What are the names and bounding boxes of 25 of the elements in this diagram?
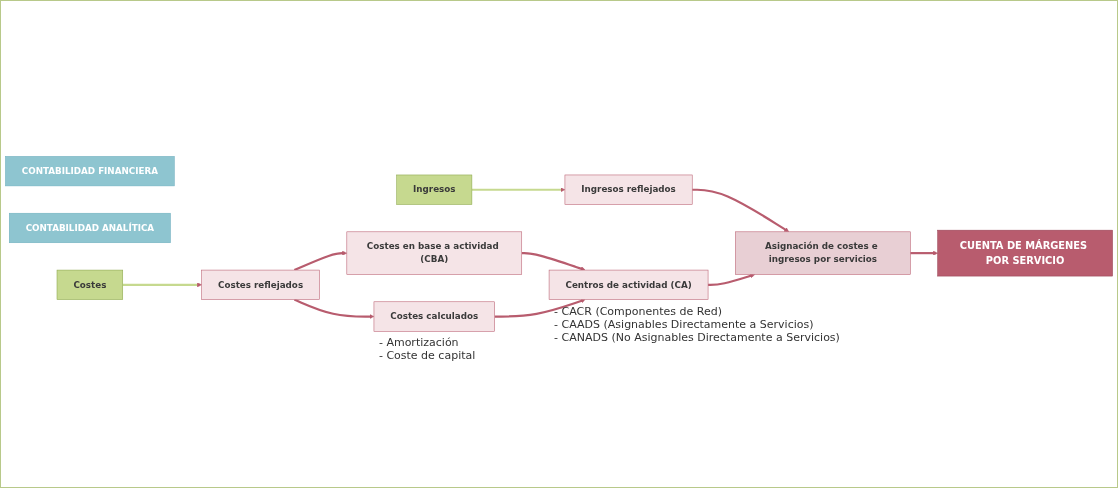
note-text: - CACR (Componentes de Red) [554,304,723,318]
arrow [122,282,202,288]
note-text: - Amortización [378,336,460,350]
node-box: Asignación de costes e ingresos por servicios [735,231,911,275]
node-box: CONTABILIDAD FINANCIERA [5,156,175,187]
arrow [521,252,586,272]
arrow [293,250,348,272]
node-box: Ingresos [396,174,473,205]
node-box: Costes [56,269,124,301]
arrow [910,250,938,256]
node-box: Costes en base a actividad (CBA) [346,231,523,275]
note-text: - CAADS (Asignables Directamente a Servicios) [554,317,815,331]
node-box: Costes calculados [373,301,495,332]
node-box: CONTABILIDAD ANALÍTICA [9,213,171,244]
arrow [471,187,566,193]
arrow [708,273,756,287]
note-text: - Coste de capital [378,349,476,363]
node-box: Centros de actividad (CA) [548,269,709,301]
node-box: Costes reflejados [201,269,320,301]
arrow [494,298,586,318]
note-text: - CANADS (No Asignables Directamente a Servicios) [554,330,840,344]
arrow [293,298,375,320]
node-box: CUENTA DE MÁRGENES POR SERVICIO [937,230,1113,277]
node-box: Ingresos reflejados [564,174,693,205]
arrow [692,188,790,233]
